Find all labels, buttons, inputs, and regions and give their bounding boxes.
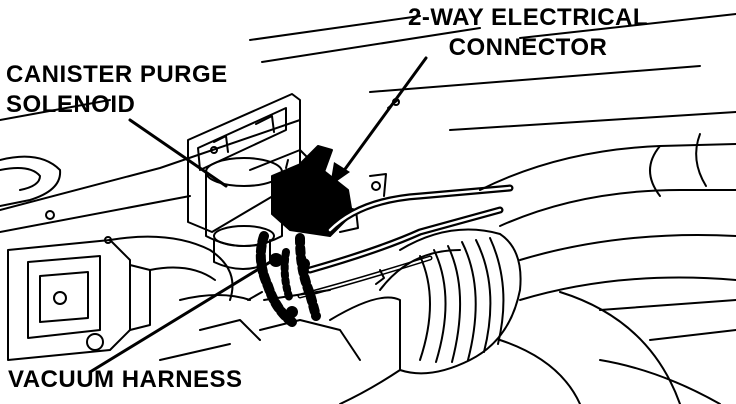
canister-purge-solenoid-label: CANISTER PURGE SOLENOID	[6, 61, 228, 119]
vacuum-harness-hoses	[247, 231, 331, 327]
left-body-contour	[0, 155, 112, 244]
solenoid-label-line2: SOLENOID	[6, 91, 136, 118]
connector-label-line2: CONNECTOR	[448, 34, 608, 61]
connector-leader	[338, 56, 428, 178]
electrical-connector	[271, 145, 359, 237]
harness-leader	[88, 254, 282, 374]
leader-lines	[88, 56, 428, 374]
lower-structure	[159, 173, 387, 361]
air-duct	[329, 228, 522, 404]
vacuum-harness-label: VACUUM HARNESS	[8, 366, 243, 393]
connector-label-line1: 2-WAY ELECTRICAL	[408, 4, 649, 31]
left-module-box	[7, 235, 234, 361]
solenoid-leader	[128, 118, 228, 188]
arrowheads	[330, 162, 350, 186]
right-hoses	[479, 133, 736, 404]
connector-arrowhead	[330, 162, 350, 186]
body-panel-lines	[0, 13, 736, 233]
solenoid-label-line1: CANISTER PURGE	[6, 61, 228, 88]
electrical-connector-label: 2-WAY ELECTRICAL CONNECTOR	[408, 4, 648, 62]
